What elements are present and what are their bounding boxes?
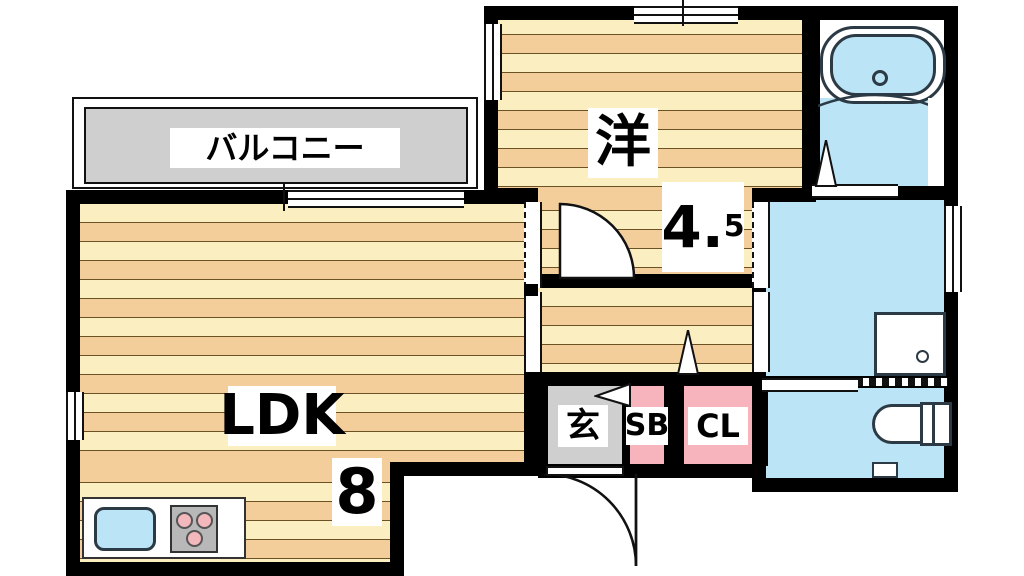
wall-ldk-notch-horizontal (390, 462, 546, 476)
wall-ldk-west (66, 190, 80, 576)
closet-label: CL (688, 407, 748, 445)
wall-closet-right (760, 378, 768, 466)
wall-western-south-left (484, 188, 538, 202)
entrance-threshold (546, 466, 624, 476)
stove-burner-2 (196, 512, 213, 529)
bathtub-drain-icon (872, 70, 888, 86)
balcony-label: バルコニー (170, 128, 400, 168)
stove-burner-1 (176, 512, 193, 529)
bath-apron-curve (817, 88, 933, 108)
wall-ldk-notch-vertical (390, 462, 404, 576)
western-size-main: 4. (661, 193, 724, 261)
entrance-label: 玄 (558, 405, 608, 447)
washroom-south-slider[interactable] (762, 378, 858, 392)
ldk-west-window[interactable] (66, 392, 84, 440)
bath-entry-slider[interactable] (812, 184, 898, 198)
bath-folding-door[interactable] (814, 140, 838, 188)
wall-shoebox-right (664, 378, 684, 466)
western-north-window[interactable] (634, 6, 738, 24)
bath-side-strip (928, 98, 944, 186)
ldk-corridor-sliding-upper[interactable] (524, 202, 542, 288)
corridor-east-sliding-lower[interactable] (752, 292, 770, 372)
western-corridor-sliding[interactable] (752, 202, 770, 288)
stove-burner-3 (186, 530, 203, 547)
shoebox-label: SB (624, 407, 670, 445)
toilet-paper-holder (872, 462, 898, 478)
western-size-sup: 5 (723, 209, 745, 244)
bath-room-wet-area (818, 98, 930, 188)
western-room-label: 洋 (588, 108, 658, 178)
western-size-label: 4.5 (661, 182, 745, 272)
kitchen-sink (94, 507, 156, 551)
western-west-window[interactable] (484, 24, 502, 100)
western-room-door[interactable] (556, 200, 652, 280)
wall-right-south (752, 478, 958, 492)
entrance-step-marker (594, 382, 632, 408)
washroom-east-window[interactable] (944, 206, 962, 292)
ldk-size-label: 8 (332, 458, 382, 526)
ldk-corridor-sliding-lower[interactable] (524, 292, 542, 372)
western-door-threshold (546, 274, 556, 288)
western-north-window-center-mark (682, 0, 684, 26)
toilet-bowl (872, 404, 928, 444)
balcony-sliding-window[interactable] (288, 190, 464, 208)
toilet-seat-lid (932, 402, 952, 446)
ldk-label: LDK (219, 383, 345, 448)
balcony-window-center-mark (283, 183, 285, 211)
wall-bath-north (810, 6, 958, 20)
washroom-folding-door[interactable] (676, 330, 700, 376)
washing-machine-drain-icon (916, 350, 929, 363)
sliding-door-jamb (524, 284, 538, 296)
wall-entrance-left (538, 378, 548, 466)
bathtub (830, 34, 936, 96)
corridor-floor-lower (536, 288, 762, 384)
wall-ldk-south (66, 562, 402, 576)
wall-western-south-right (752, 188, 816, 202)
washing-machine-space (874, 312, 946, 376)
entrance-door[interactable] (544, 474, 640, 570)
toilet-door-rail[interactable] (856, 378, 948, 386)
wall-corridor-south (538, 372, 766, 386)
wall-bath-west (806, 6, 820, 194)
